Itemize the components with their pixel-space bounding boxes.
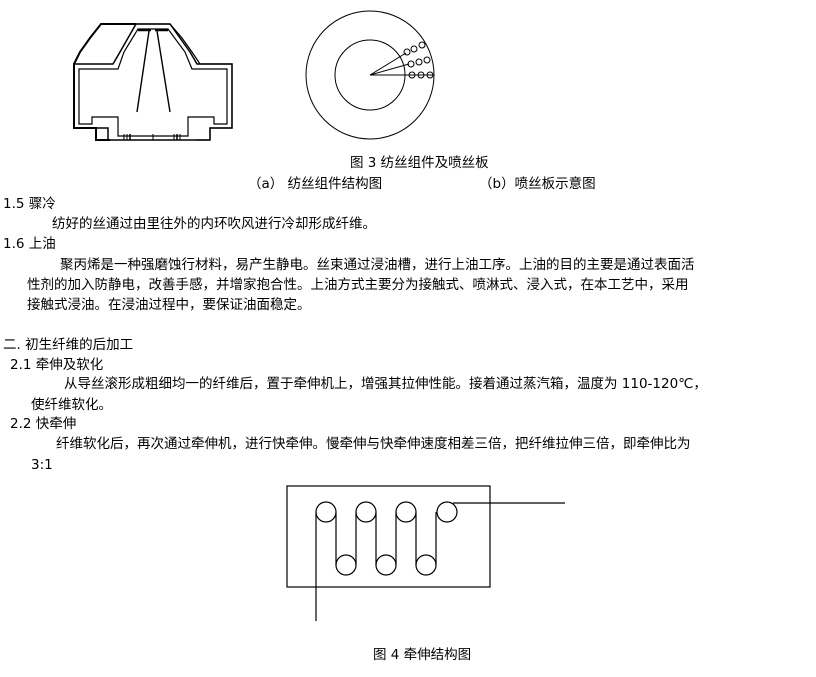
section-2-1-line1: 从导丝滚形成粗细均一的纤维后，置于牵伸机上，增强其拉伸性能。接着通过蒸汽箱，温度… xyxy=(64,376,707,392)
section-1-6-line2: 性剂的加入防静电，改善手感，并增家抱合性。上油方式主要分为接触式、喷淋式、浸入式… xyxy=(27,277,689,293)
section-2-heading: 二. 初生纤维的后加工 xyxy=(3,337,134,353)
section-2-2-heading: 2.2 快牵伸 xyxy=(10,416,77,432)
section-2-1-line2: 使纤维软化。 xyxy=(31,397,112,413)
section-1-6-heading: 1.6 上油 xyxy=(3,236,56,252)
section-1-6-line3: 接触式浸油。在浸油过程中，要保证油面稳定。 xyxy=(27,297,311,313)
section-1-5-heading: 1.5 骤冷 xyxy=(3,196,56,212)
section-1-5-body: 纺好的丝通过由里往外的内环吹风进行冷却形成纤维。 xyxy=(52,216,376,232)
section-2-2-line2: 3:1 xyxy=(31,457,53,473)
figure3-caption: 图 3 纺丝组件及喷丝板 xyxy=(350,155,489,171)
figure3a-subcaption: （a） 纺丝组件结构图 xyxy=(248,176,383,192)
section-2-1-heading: 2.1 牵伸及软化 xyxy=(10,357,104,373)
figure3b-subcaption: （b）喷丝板示意图 xyxy=(479,176,596,192)
figure4-caption: 图 4 牵伸结构图 xyxy=(373,647,472,663)
section-2-2-line1: 纤维软化后，再次通过牵伸机，进行快牵伸。慢牵伸与快牵伸速度相差三倍，把纤维拉伸三… xyxy=(56,436,691,452)
section-1-6-line1: 聚丙烯是一种强磨蚀行材料，易产生静电。丝束通过浸油槽，进行上油工序。上油的目的主… xyxy=(60,257,695,273)
